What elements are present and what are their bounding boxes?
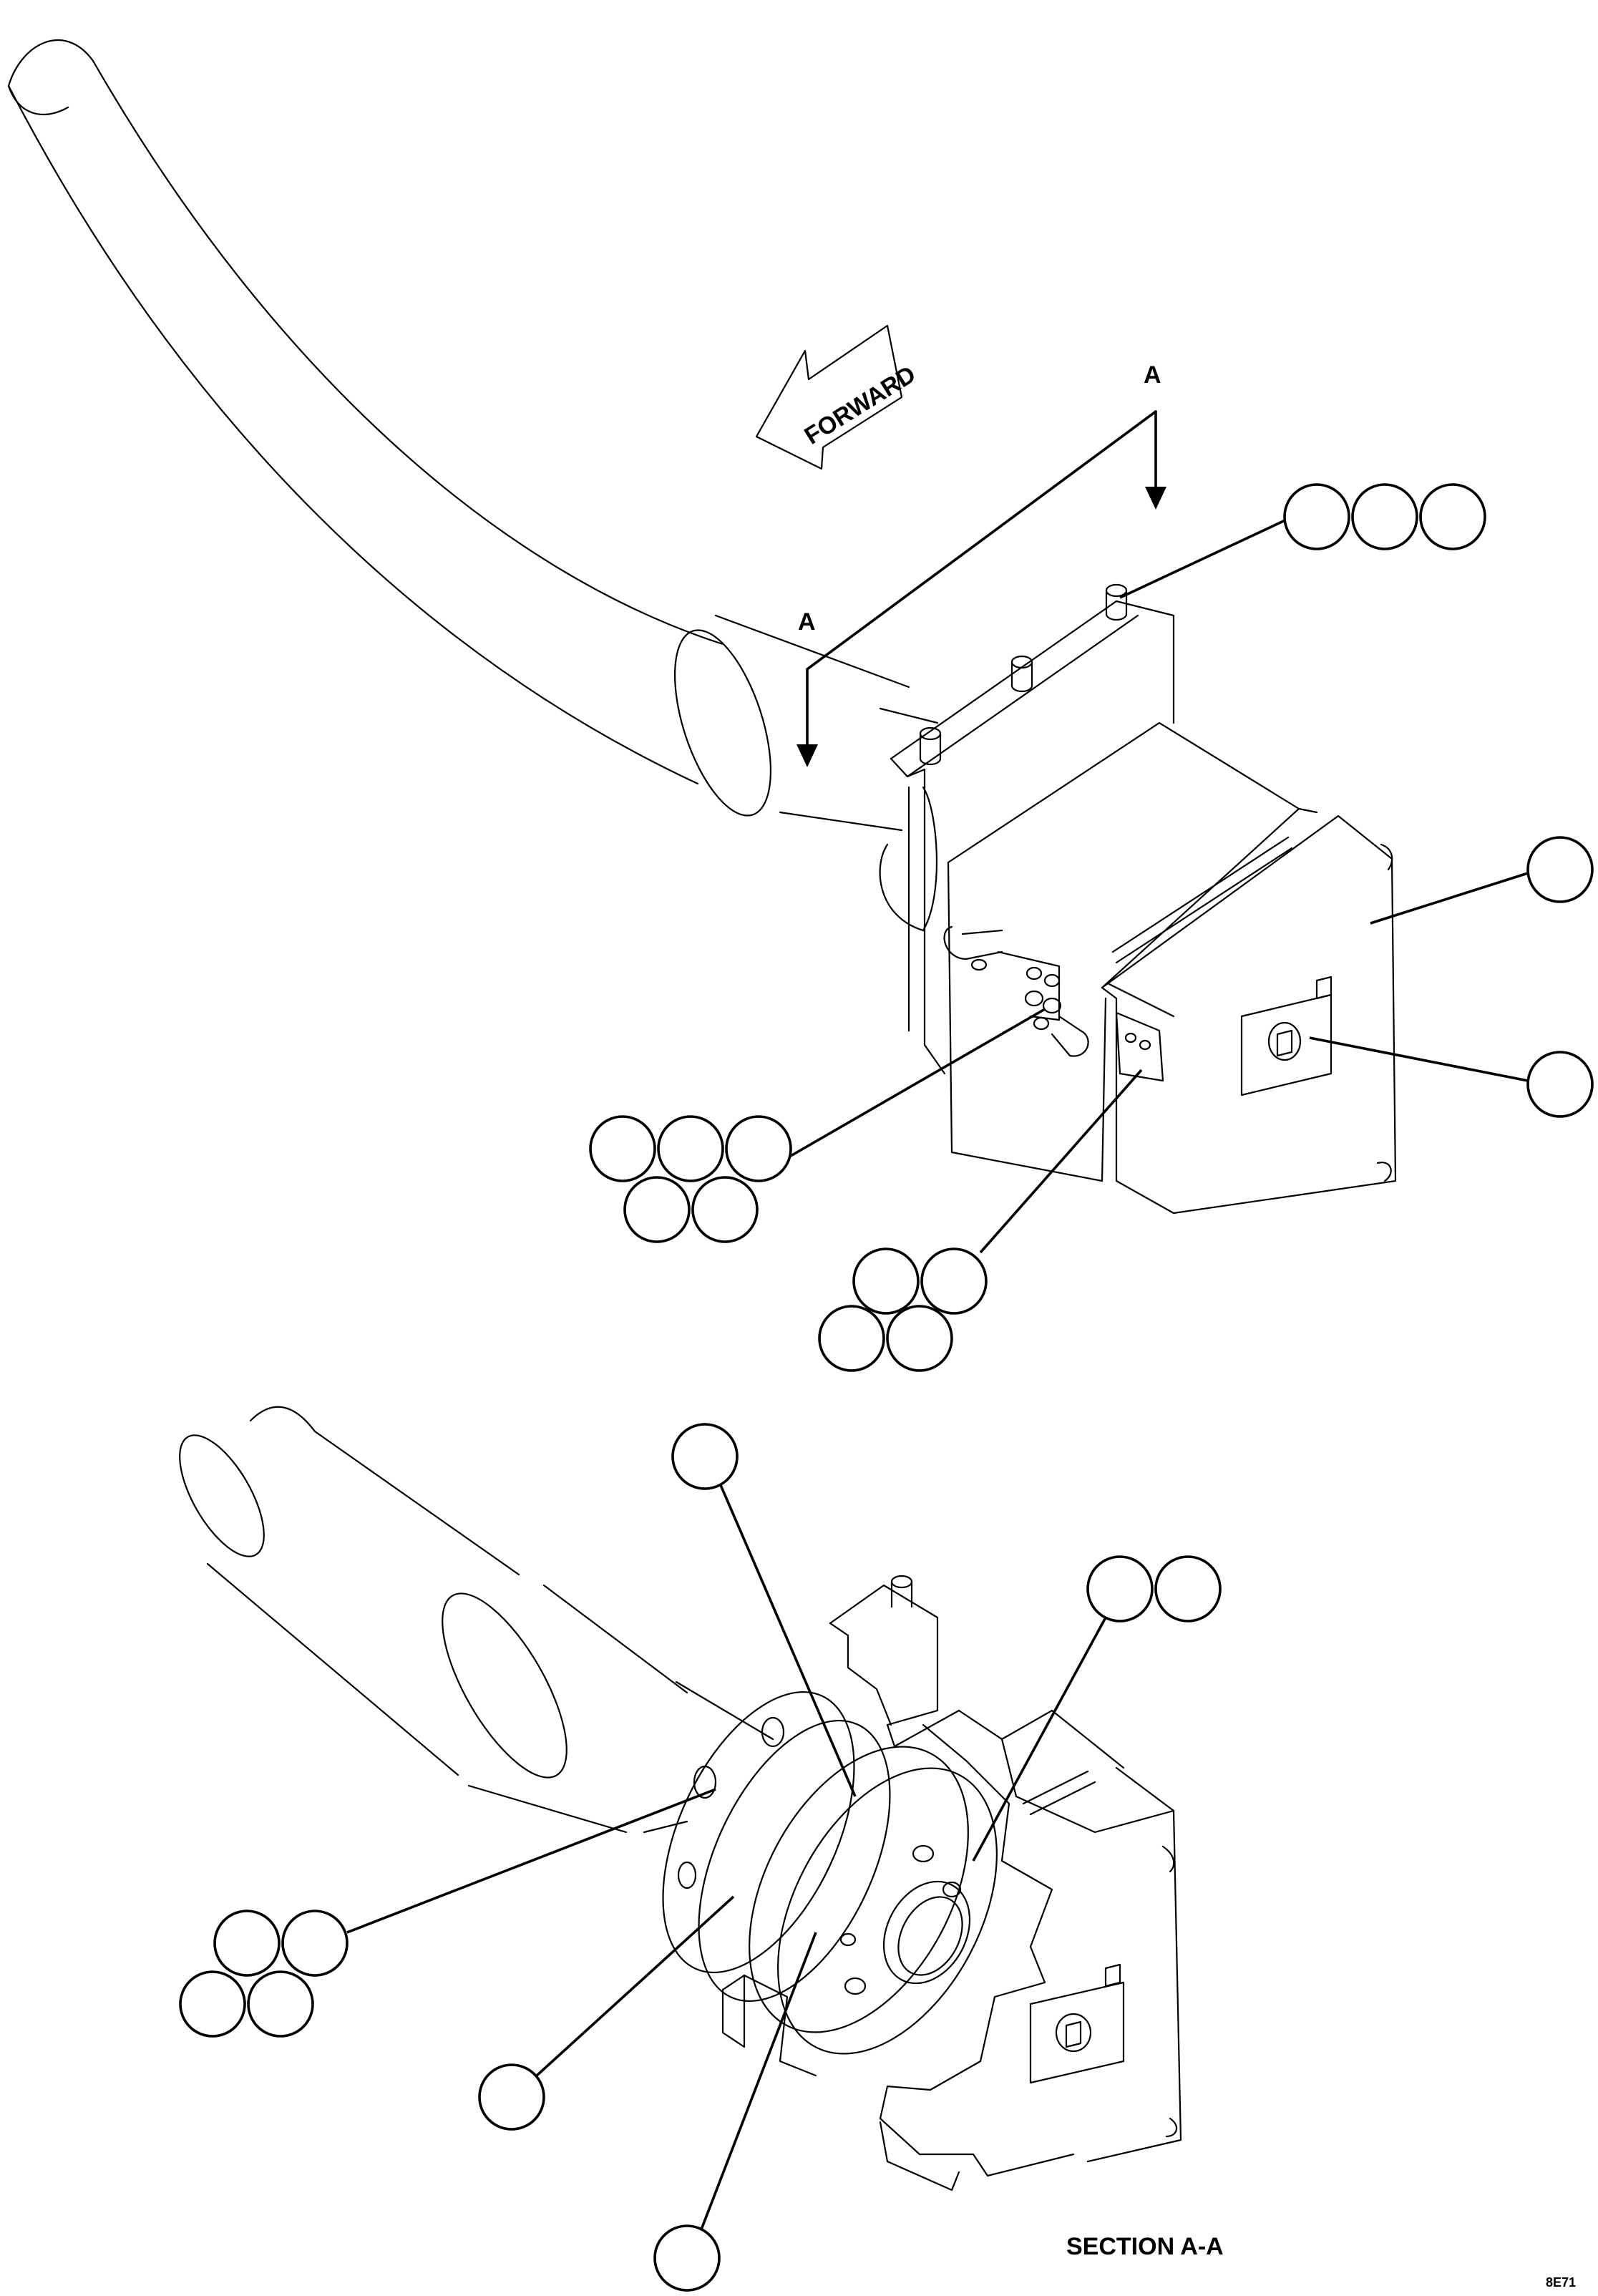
callout-group — [589, 1008, 1046, 1243]
section-marker-top: A — [1144, 361, 1161, 389]
stud — [1010, 655, 1033, 693]
callout-group — [972, 1555, 1222, 1862]
callout-bubble — [281, 1910, 349, 1977]
hose-sleeve — [673, 614, 939, 932]
bolt — [693, 1765, 717, 1799]
callout-bubble — [179, 1970, 246, 2038]
callout-bubble — [1283, 483, 1350, 550]
callout-bubble — [671, 1423, 739, 1490]
section-cut-line: A A — [796, 361, 1166, 767]
section-view: SECTION A-A 8E71 — [179, 1406, 1576, 2292]
bolt — [912, 1844, 935, 1863]
latch-assembly — [943, 925, 1164, 1082]
callout-bubble — [1419, 483, 1486, 550]
bolt — [839, 1932, 857, 1947]
callout-bubble — [213, 1910, 281, 1977]
nameplate — [1240, 976, 1333, 1096]
section-nameplate — [1029, 1963, 1125, 2084]
callout-bubble — [247, 1970, 314, 2038]
callout-bubble — [920, 1247, 988, 1315]
section-sleeve — [442, 1584, 774, 1834]
callout-bubble — [852, 1247, 920, 1315]
stud — [919, 726, 942, 766]
callout-bubble — [657, 1115, 724, 1182]
callout-group — [1370, 836, 1594, 925]
callout-bubble — [1086, 1555, 1154, 1623]
section-housing — [721, 1575, 1182, 2192]
section-marker-left: A — [798, 608, 816, 636]
callout-bubble — [653, 2224, 721, 2292]
hose — [7, 39, 724, 785]
callout-bubble — [725, 1115, 792, 1182]
section-title: SECTION A-A — [1066, 2233, 1224, 2260]
coupling-assembly — [662, 1691, 998, 2055]
forward-arrow: FORWARD — [755, 324, 920, 470]
mounting-bracket — [890, 583, 1175, 1075]
bolt — [942, 1881, 962, 1898]
callout-group — [671, 1423, 857, 1797]
callout-group — [818, 1069, 1143, 1372]
callout-bubble — [1154, 1555, 1222, 1623]
section-hose — [179, 1406, 520, 1776]
callout-group — [1119, 483, 1486, 599]
callout-bubble — [1351, 483, 1418, 550]
callout-bubble — [886, 1305, 953, 1372]
stud — [1105, 583, 1128, 621]
figure-code: 8E71 — [1546, 2275, 1576, 2290]
callout-bubble — [818, 1305, 885, 1372]
callout-bubble — [1526, 836, 1594, 903]
bolt — [844, 1977, 867, 1995]
callout-bubble — [691, 1176, 759, 1243]
housing-box — [947, 721, 1397, 1215]
bolt — [677, 1861, 697, 1889]
callout-group — [179, 1788, 716, 2038]
callout-bubble — [1526, 1051, 1594, 1118]
top-view: FORWARD A A — [7, 39, 1594, 1372]
callout-bubble — [623, 1176, 691, 1243]
bolt — [761, 1716, 785, 1748]
callout-group — [478, 1895, 735, 2131]
callout-group — [653, 1932, 817, 2292]
callout-bubble — [589, 1115, 656, 1182]
callout-bubble — [478, 2063, 545, 2131]
callout-group — [1309, 1036, 1594, 1118]
